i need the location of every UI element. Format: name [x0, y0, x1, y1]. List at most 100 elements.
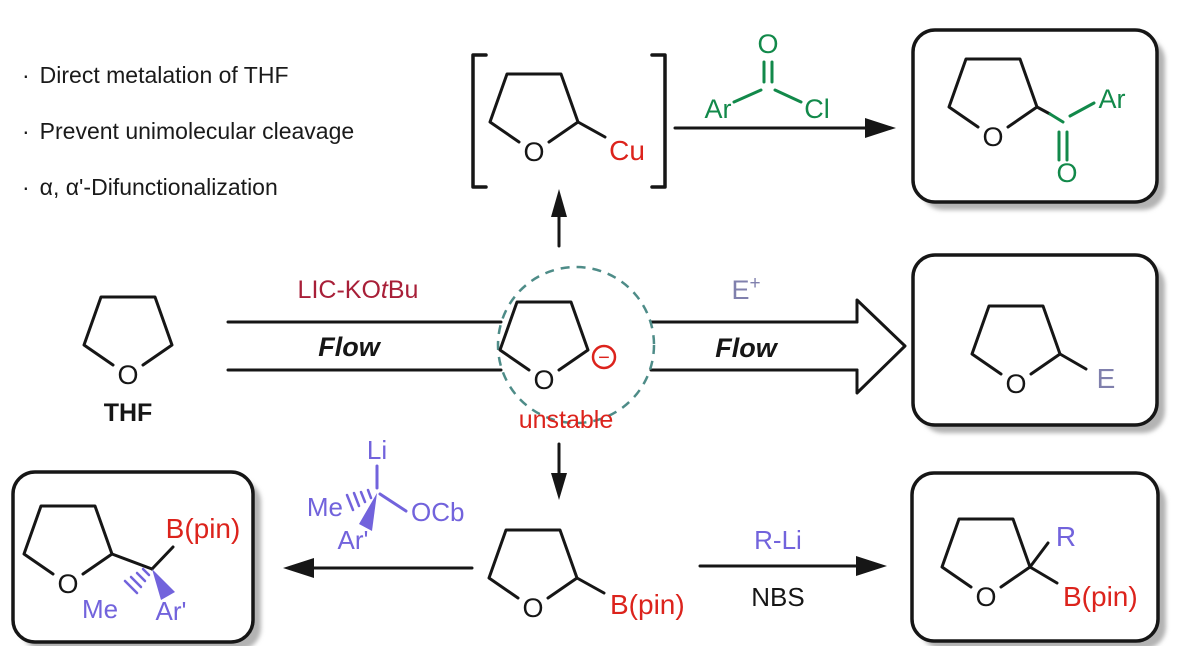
- molecule-aryl-ketone-product: O Ar O: [947, 57, 1126, 188]
- bond-to-r: [1028, 541, 1050, 569]
- molecule-thf-bpin: O B(pin): [487, 528, 685, 623]
- label-chlorine: Cl: [804, 94, 830, 124]
- bond-to-cu: [576, 120, 607, 139]
- label-base-reagent: LIC-KOtBu: [298, 276, 419, 304]
- bond-ring-qc: [110, 552, 154, 571]
- hash-mark: [366, 488, 373, 500]
- hash-mark: [359, 490, 367, 504]
- reagent-lithium-carbenoid: Li OCb Me Ar': [307, 435, 465, 555]
- thf-ring: [22, 504, 114, 576]
- molecule-thf-anion: O − unstable: [496, 265, 656, 434]
- label-ar-prime: Ar': [338, 525, 369, 555]
- bond-to-e: [1058, 352, 1088, 371]
- bracket-left-icon: [471, 53, 488, 189]
- bond-ring-carbonyl: [1035, 105, 1052, 116]
- label-bpin: B(pin): [610, 589, 685, 620]
- thf-ring: [487, 528, 579, 600]
- thf-ring: [488, 72, 580, 144]
- arrow-rli-nbs: R-Li NBS: [698, 525, 887, 612]
- bond-ring-carbonyl-green: [1048, 112, 1065, 124]
- box-frame: [11, 470, 255, 644]
- label-ar: Ar: [1099, 84, 1126, 114]
- hash-mark: [129, 575, 143, 589]
- label-ring-oxygen: O: [1005, 369, 1026, 399]
- label-ring-oxygen: O: [982, 122, 1003, 152]
- arrowhead-icon: [865, 118, 896, 138]
- product-box-bottom-left: [11, 470, 261, 646]
- bond-to-bpin: [575, 576, 606, 595]
- product-box-mid-right: [911, 253, 1165, 433]
- box-frame: [910, 471, 1160, 643]
- label-methyl: Me: [82, 594, 118, 624]
- hash-mark: [123, 579, 139, 595]
- bond-c-ocb: [378, 492, 408, 513]
- arrow-to-cu-intermediate: [551, 189, 567, 248]
- box-frame: [911, 28, 1159, 204]
- thf-ring: [947, 57, 1039, 129]
- product-box-top-right: [911, 28, 1165, 210]
- molecule-r-bpin-product: O R B(pin): [940, 517, 1138, 612]
- label-methyl: Me: [307, 492, 343, 522]
- bullet-item-1: · Direct metalation of THF: [22, 62, 354, 89]
- solid-wedge-to-ar: [152, 569, 175, 600]
- label-nbs: NBS: [751, 582, 804, 612]
- label-minus: −: [598, 347, 610, 369]
- label-thf-name: THF: [104, 399, 153, 427]
- hashed-wedge-to-me: [123, 567, 151, 595]
- bullet-item-2: · Prevent unimolecular cleavage: [22, 118, 354, 145]
- hashed-wedge-to-me: [345, 488, 373, 512]
- thf-ring: [970, 304, 1062, 376]
- box-frame: [911, 253, 1159, 427]
- label-ring-oxygen: O: [522, 593, 543, 623]
- bullet-text-1: Direct metalation of THF: [39, 62, 289, 88]
- bullet-dot-icon: ·: [22, 118, 30, 144]
- charge-circle: [591, 344, 617, 370]
- solid-wedge-to-ar: [359, 493, 377, 531]
- label-electrophile-plus: E+: [731, 273, 760, 305]
- bond-to-bpin: [150, 545, 175, 571]
- molecule-thf: O THF: [82, 295, 174, 427]
- label-electrophile: E: [1097, 363, 1116, 394]
- molecule-thf-e-product: O E: [970, 304, 1116, 399]
- arrowhead-icon: [551, 189, 567, 217]
- hash-mark: [135, 571, 147, 583]
- label-carbonyl-oxygen: O: [757, 29, 778, 59]
- thf-ring: [82, 295, 174, 367]
- product-box-bottom-right: [910, 471, 1166, 646]
- bullet-item-3: · α, α'-Difunctionalization: [22, 174, 354, 201]
- label-r-group: R: [1056, 521, 1076, 552]
- label-ring-oxygen: O: [523, 137, 544, 167]
- arrow-carbenoid-homologation: [283, 558, 474, 578]
- bullet-text-3: α, α'-Difunctionalization: [39, 174, 278, 200]
- label-flow-right: Flow: [715, 333, 778, 363]
- label-ocb: OCb: [411, 497, 464, 527]
- molecule-chiral-bpin-product: O B(pin) Me Ar': [22, 504, 241, 626]
- minus-charge-icon: −: [591, 344, 617, 370]
- arrow-acylation: [673, 118, 896, 138]
- open-arrowhead-icon: [855, 298, 907, 395]
- bullet-text-2: Prevent unimolecular cleavage: [39, 118, 355, 144]
- label-ring-oxygen: O: [57, 569, 78, 599]
- arrow-flow-main: LIC-KOtBu Flow E+ Flow: [226, 273, 907, 395]
- label-lithium: Li: [367, 435, 387, 465]
- hash-mark: [345, 493, 355, 512]
- bond-ar-c: [732, 88, 763, 104]
- label-carbonyl-oxygen: O: [1056, 158, 1077, 188]
- bond-c-ar: [1068, 101, 1096, 118]
- reagent-aroyl-chloride: Ar O Cl: [705, 29, 830, 124]
- bond-c-cl: [773, 88, 803, 104]
- bracket-right-icon: [650, 53, 667, 189]
- label-bpin: B(pin): [166, 513, 241, 544]
- label-unstable: unstable: [519, 406, 614, 434]
- label-ring-oxygen: O: [533, 365, 554, 395]
- label-r-li: R-Li: [754, 525, 802, 555]
- label-ar-prime: Ar': [156, 596, 187, 626]
- label-ring-oxygen: O: [117, 360, 138, 390]
- arrowhead-icon: [283, 558, 314, 578]
- arrowhead-icon: [856, 556, 887, 576]
- bullet-dot-icon: ·: [22, 62, 30, 88]
- label-ar: Ar: [705, 94, 732, 124]
- thf-ring: [940, 517, 1032, 589]
